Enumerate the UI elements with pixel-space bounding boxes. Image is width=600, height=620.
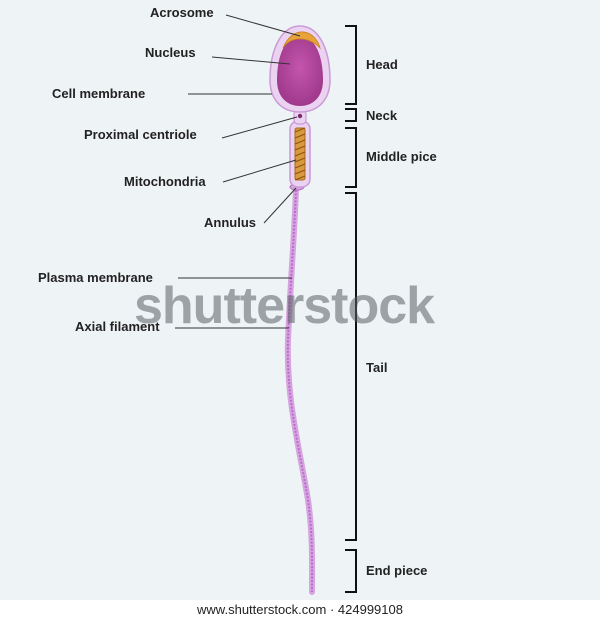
tail-outer [284,187,316,595]
tail-core [286,189,314,593]
section-end-piece: End piece [366,563,428,578]
bracket-tail [345,192,357,541]
mitochondria-helix [294,127,306,181]
proximal-centriole-dot [297,113,303,119]
label-proximal-centriole: Proximal centriole [84,127,197,142]
footer-credit: www.shutterstock.com · 424999108 [0,600,600,620]
section-head: Head [366,57,398,72]
watermark: shutterstock [134,277,435,335]
label-mitochondria: Mitochondria [124,174,206,189]
bracket-middle-piece [345,127,357,188]
section-middle-piece: Middle pice [366,149,437,164]
bracket-end-piece [345,549,357,593]
sperm-diagram [175,14,357,595]
bracket-head [345,25,357,105]
section-neck: Neck [366,108,398,123]
label-cell-membrane: Cell membrane [52,86,146,101]
section-tail: Tail [366,360,388,375]
label-nucleus: Nucleus [145,45,196,60]
label-axial-filament: Axial filament [75,319,160,334]
acrosome-cap [282,31,321,50]
label-annulus: Annulus [204,215,256,230]
diagram-canvas: Acrosome Nucleus Cell membrane Proximal … [0,0,600,600]
nucleus-shape [277,36,323,106]
label-plasma-membrane: Plasma membrane [38,270,153,285]
section-brackets [345,25,357,593]
bracket-neck [345,108,357,122]
leader-lines [175,14,301,329]
label-acrosome: Acrosome [150,5,214,20]
